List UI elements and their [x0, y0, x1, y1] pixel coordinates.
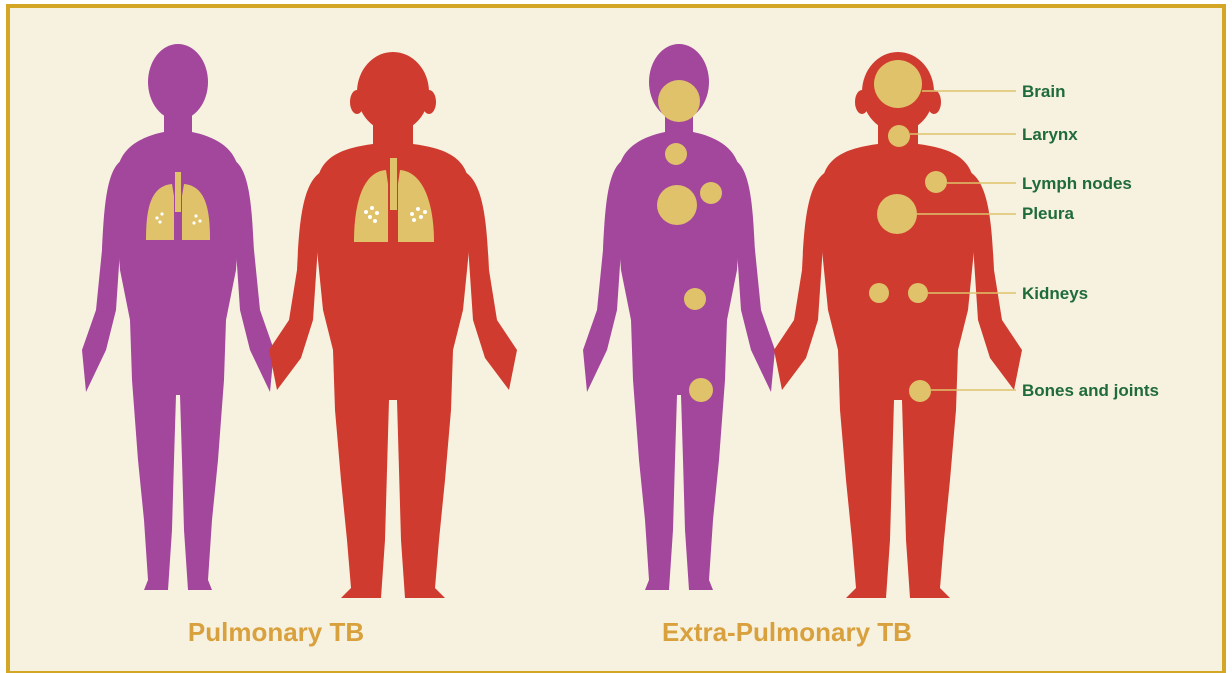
label-kidneys: Kidneys	[1022, 284, 1088, 303]
label-lymph-nodes: Lymph nodes	[1022, 174, 1132, 193]
label-brain: Brain	[1022, 82, 1065, 101]
label-pleura: Pleura	[1022, 204, 1075, 223]
caption-pulmonary-tb: Pulmonary TB	[188, 617, 364, 647]
label-larynx: Larynx	[1022, 125, 1078, 144]
label-bones-and-joints: Bones and joints	[1022, 381, 1159, 400]
caption-extra-pulmonary-tb: Extra-Pulmonary TB	[662, 617, 912, 647]
